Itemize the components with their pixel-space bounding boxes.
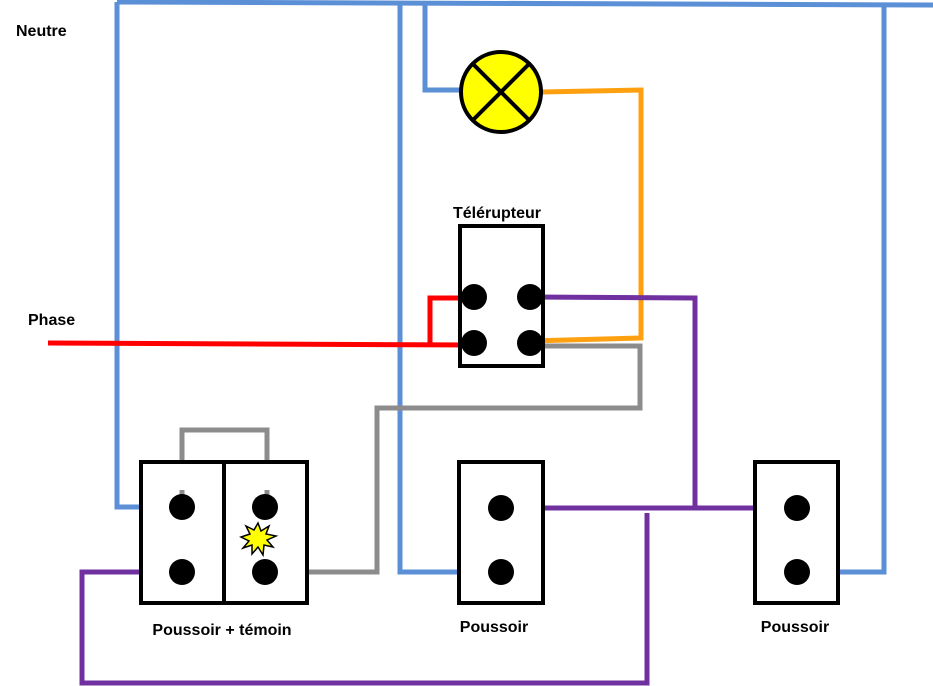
pushbutton-terminal	[784, 495, 810, 521]
lamp-return-wire	[529, 87, 644, 344]
starburst-indicator-icon	[239, 521, 279, 558]
phase-line	[47, 340, 475, 348]
indicator-terminal	[252, 494, 278, 520]
relay-block	[458, 224, 545, 368]
pushbutton-indicator-label: Poussoir + témoin	[152, 622, 291, 639]
neutral-to-indicator-pushbutton	[114, 2, 182, 510]
pushbutton-middle-block	[457, 460, 545, 605]
pushbutton-terminal	[488, 559, 514, 585]
relay-label: Télérupteur	[453, 205, 541, 222]
neutral-label: Neutre	[16, 23, 67, 40]
phase-wires	[47, 295, 475, 348]
pushbutton-right-block	[753, 460, 840, 605]
control-loop-bottom	[79, 513, 650, 686]
pushbutton-indicator-block	[139, 460, 309, 605]
neutral-main-line	[116, 0, 933, 8]
pushbutton-terminal	[784, 559, 810, 585]
relay-terminal	[461, 284, 487, 310]
pushbutton-terminal	[169, 494, 195, 520]
pushbutton-middle-label: Poussoir	[460, 619, 528, 636]
relay-terminal	[517, 330, 543, 356]
phase-label: Phase	[28, 312, 75, 329]
lamp-icon	[459, 50, 543, 134]
indicator-terminal	[252, 559, 278, 585]
relay-to-indicator-wire	[265, 343, 643, 575]
relay-terminal	[461, 330, 487, 356]
control-wires	[79, 294, 797, 686]
neutral-to-lamp	[422, 3, 462, 93]
control-from-relay	[529, 294, 698, 508]
pushbutton-right-label: Poussoir	[761, 619, 829, 636]
pushbutton-terminal	[488, 495, 514, 521]
pushbutton-terminal	[169, 559, 195, 585]
relay-terminal	[517, 284, 543, 310]
